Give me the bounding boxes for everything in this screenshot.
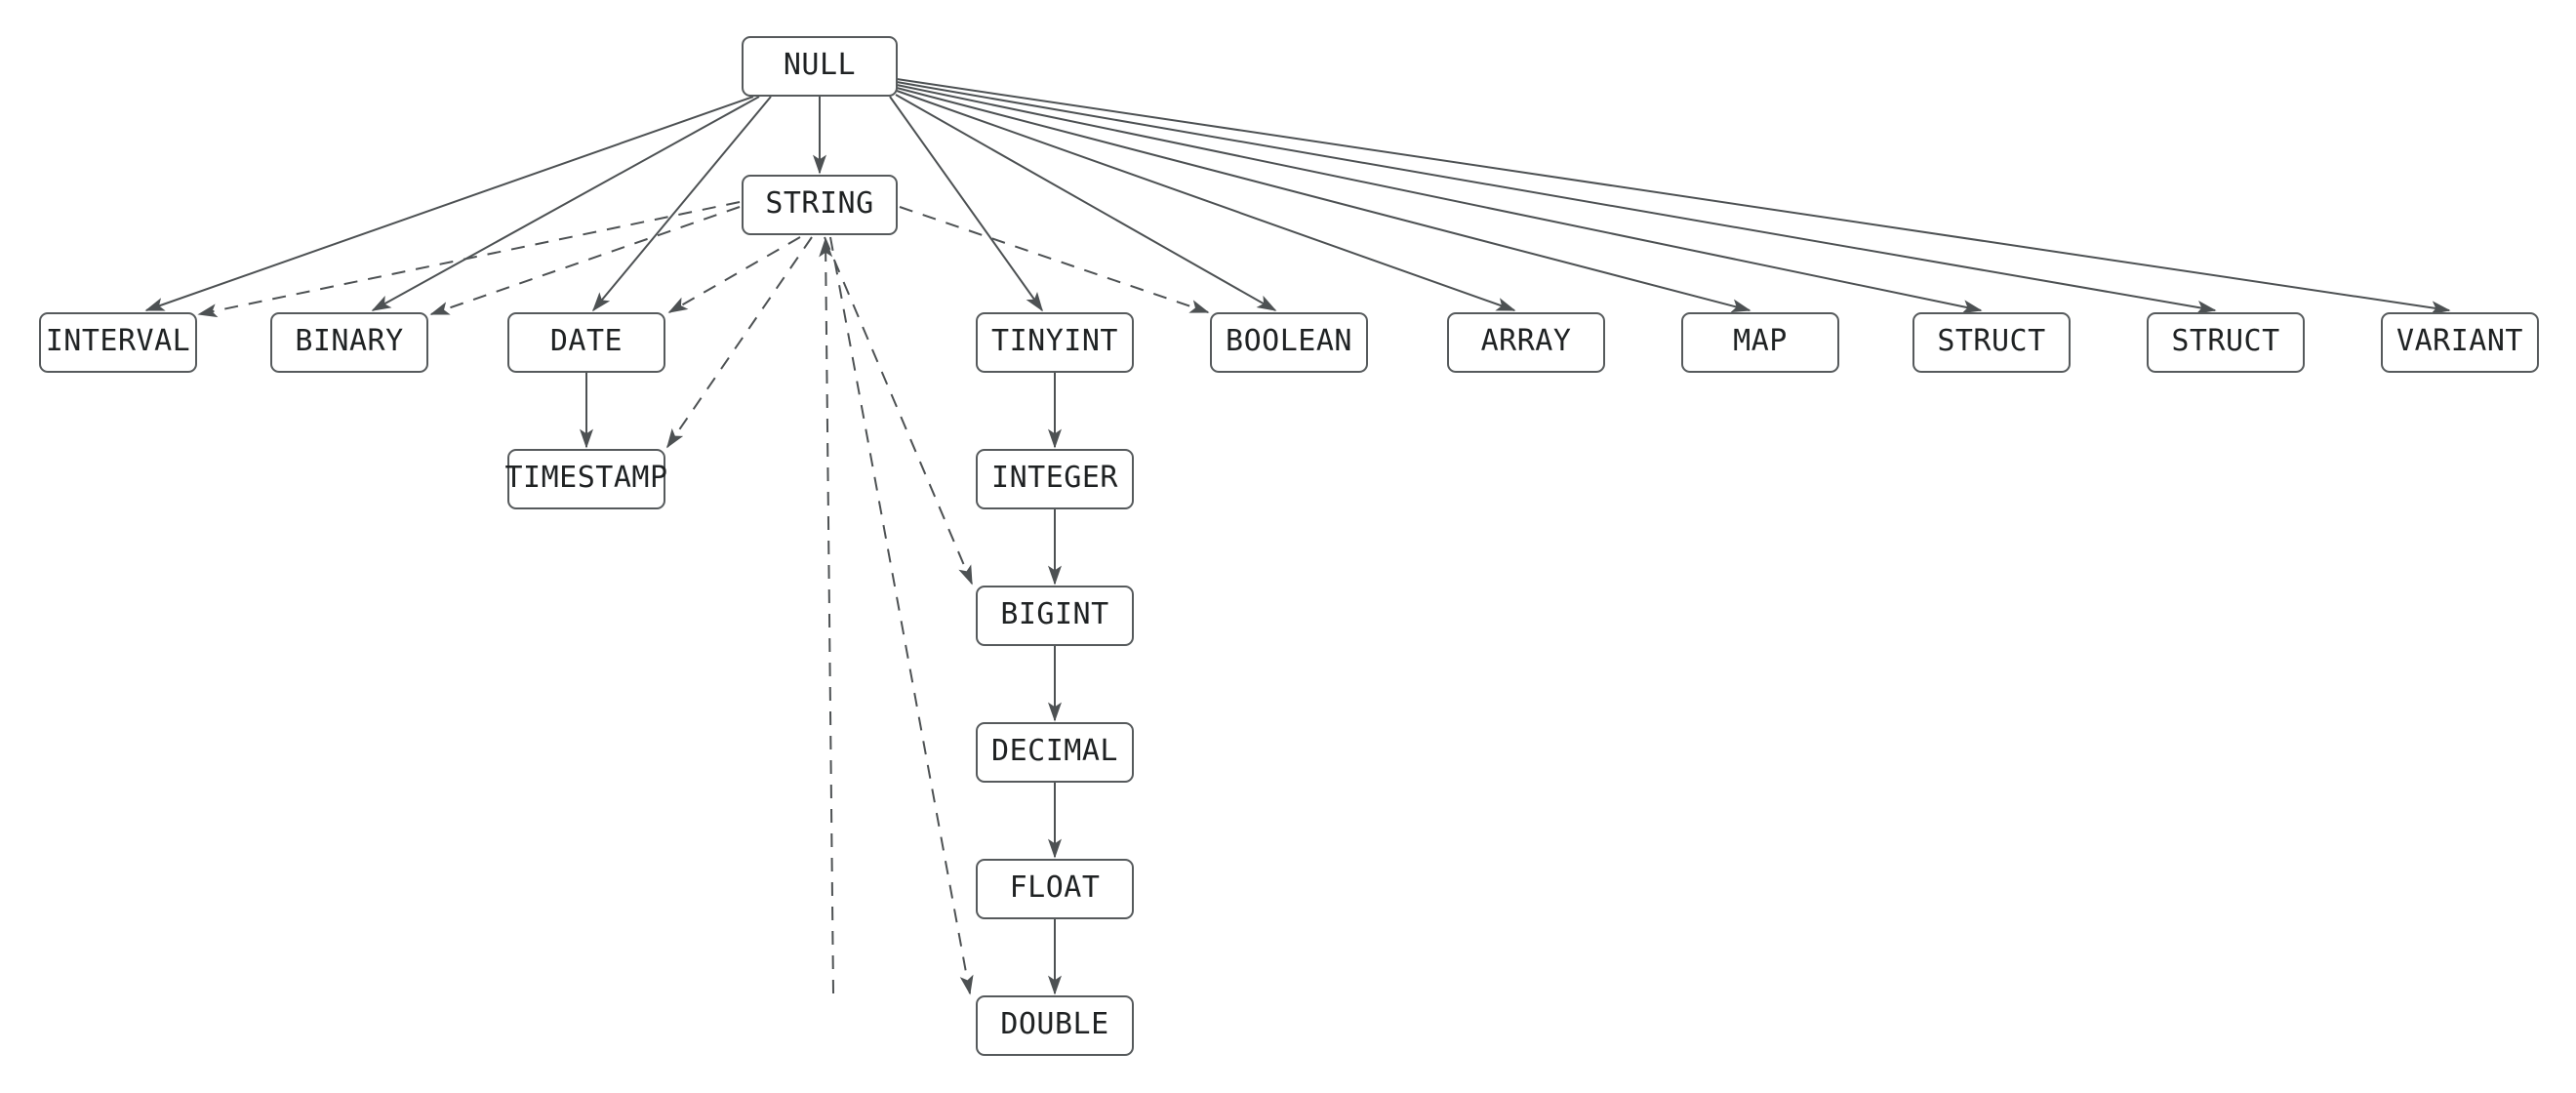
edge-double-to-string: [819, 237, 834, 994]
node-label: MAP: [1733, 324, 1788, 358]
edge-null-to-struct_1: [896, 84, 1983, 314]
node-integer[interactable]: INTEGER: [976, 449, 1134, 509]
edge-string-to-bigint: [824, 236, 973, 586]
edge-null-to-array: [896, 90, 1516, 311]
node-label: BIGINT: [1000, 597, 1109, 631]
node-bigint[interactable]: BIGINT: [976, 586, 1134, 646]
node-date[interactable]: DATE: [507, 312, 665, 373]
node-label: STRUCT: [1937, 324, 2046, 358]
edge-null-to-map: [896, 87, 1751, 313]
node-label: VARIANT: [2396, 324, 2523, 358]
node-label: DATE: [549, 324, 624, 358]
node-label: DOUBLE: [1000, 1007, 1109, 1041]
node-null[interactable]: NULL: [742, 36, 898, 97]
edge-null-to-interval: [144, 96, 754, 311]
node-label: TIMESTAMP: [504, 461, 668, 495]
node-binary[interactable]: BINARY: [270, 312, 428, 373]
node-float[interactable]: FLOAT: [976, 859, 1134, 919]
node-label: FLOAT: [1009, 870, 1101, 905]
edge-null-to-boolean: [895, 94, 1277, 311]
node-interval[interactable]: INTERVAL: [39, 312, 197, 373]
edge-string-to-date: [667, 236, 801, 313]
node-label: DECIMAL: [991, 734, 1118, 768]
node-label: STRING: [765, 186, 874, 221]
node-label: BOOLEAN: [1226, 324, 1352, 358]
node-timestamp[interactable]: TIMESTAMP: [504, 449, 668, 509]
edge-null-to-tinyint: [889, 96, 1043, 312]
node-boolean[interactable]: BOOLEAN: [1210, 312, 1368, 373]
node-double[interactable]: DOUBLE: [976, 995, 1134, 1056]
node-label: INTEGER: [991, 461, 1118, 495]
node-label: INTERVAL: [45, 324, 191, 358]
node-string[interactable]: STRING: [742, 175, 898, 235]
edge-string-to-binary: [429, 206, 741, 315]
edge-string-to-boolean: [899, 206, 1210, 313]
edge-null-to-struct_2: [896, 81, 2217, 314]
node-label: BINARY: [295, 324, 404, 358]
node-label: STRUCT: [2171, 324, 2280, 358]
node-decimal[interactable]: DECIMAL: [976, 722, 1134, 783]
node-label: NULL: [783, 48, 857, 82]
edge-null-to-variant: [896, 78, 2451, 315]
node-variant[interactable]: VARIANT: [2381, 312, 2539, 373]
node-map[interactable]: MAP: [1681, 312, 1839, 373]
edge-string-to-double: [829, 236, 974, 995]
node-tinyint[interactable]: TINYINT: [976, 312, 1134, 373]
node-array[interactable]: ARRAY: [1447, 312, 1605, 373]
edge-string-to-timestamp: [666, 236, 813, 449]
edge-null-to-binary: [371, 96, 760, 311]
node-label: ARRAY: [1480, 324, 1572, 358]
node-struct_1[interactable]: STRUCT: [1912, 312, 2071, 373]
edge-string-to-interval: [197, 201, 741, 318]
node-label: TINYINT: [991, 324, 1118, 358]
node-struct_2[interactable]: STRUCT: [2147, 312, 2305, 373]
